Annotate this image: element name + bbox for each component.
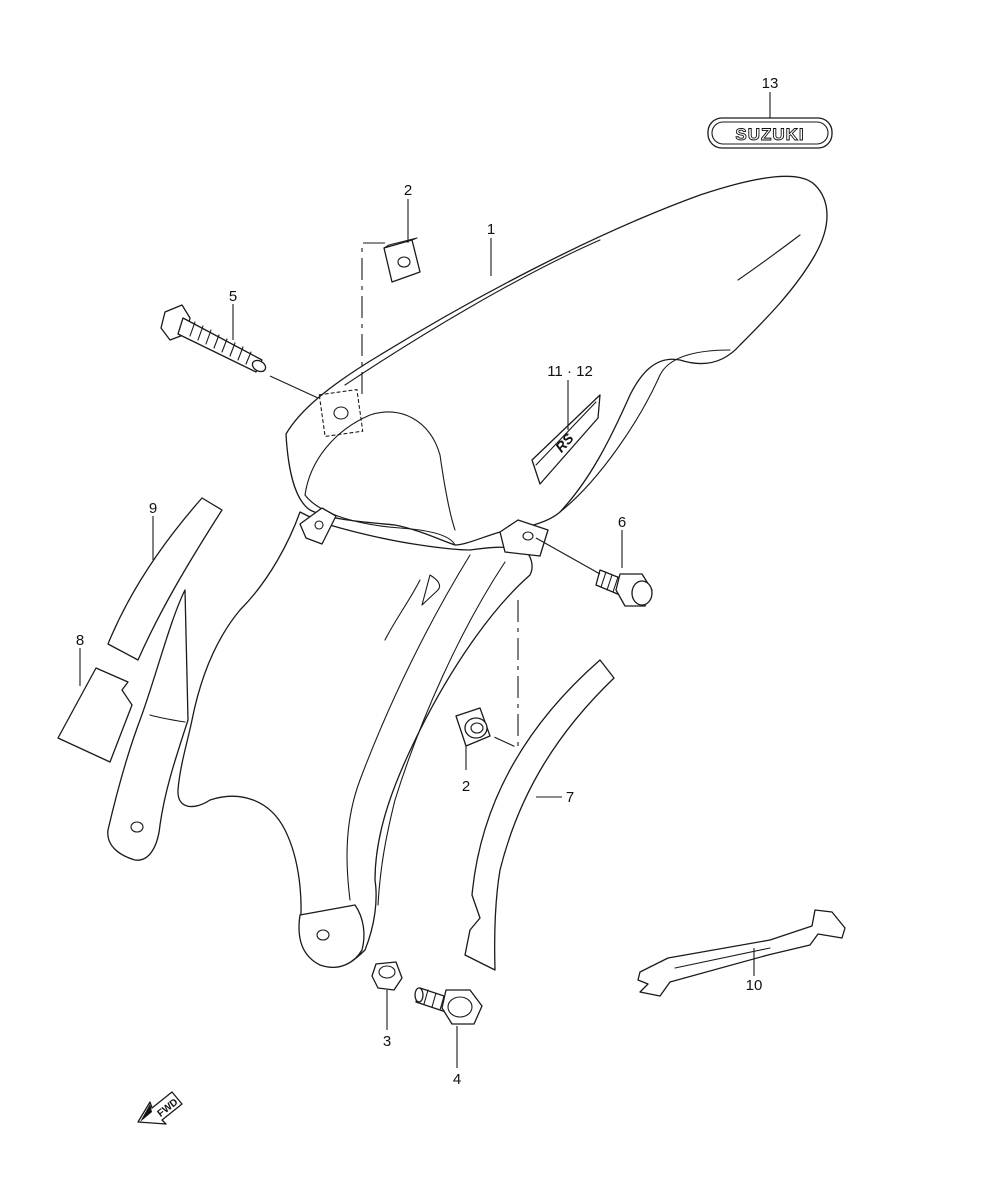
callout-10: 10 xyxy=(746,977,763,994)
leader-lines xyxy=(79,92,771,1068)
callout-8: 8 xyxy=(76,632,84,649)
clip-nut-part-2-top xyxy=(383,237,421,283)
rear-fender-part-1 xyxy=(107,175,828,968)
callout-7: 7 xyxy=(566,789,574,806)
mud-flap-part-7 xyxy=(464,659,615,971)
bolt-part-5 xyxy=(160,304,267,373)
wrench-part-10 xyxy=(637,909,846,997)
callout-9: 9 xyxy=(149,500,157,517)
emblem-part-13: SUZUKI xyxy=(707,117,833,149)
bolt-part-4 xyxy=(414,987,483,1025)
strip-part-9 xyxy=(107,497,223,661)
forward-direction-arrow: FWD xyxy=(137,1091,183,1125)
callout-3: 3 xyxy=(383,1033,391,1050)
callout-11-12: 11 · 12 xyxy=(547,363,593,380)
bolt-part-6 xyxy=(595,569,653,607)
callout-2-top: 2 xyxy=(404,182,412,199)
callout-13: 13 xyxy=(762,75,779,92)
callout-2-bottom: 2 xyxy=(462,778,470,795)
nut-part-3 xyxy=(371,961,403,991)
callout-4: 4 xyxy=(453,1071,461,1088)
callout-5: 5 xyxy=(229,288,237,305)
callout-6: 6 xyxy=(618,514,626,531)
pad-part-8 xyxy=(57,667,133,763)
alignment-lines xyxy=(361,242,519,749)
callout-1: 1 xyxy=(487,221,495,238)
callouts: 1 2 2 3 4 5 6 7 8 9 10 11 · 12 13 xyxy=(76,75,779,1088)
emblem-text: SUZUKI xyxy=(735,125,804,144)
clip-nut-part-2-bottom xyxy=(455,707,491,747)
